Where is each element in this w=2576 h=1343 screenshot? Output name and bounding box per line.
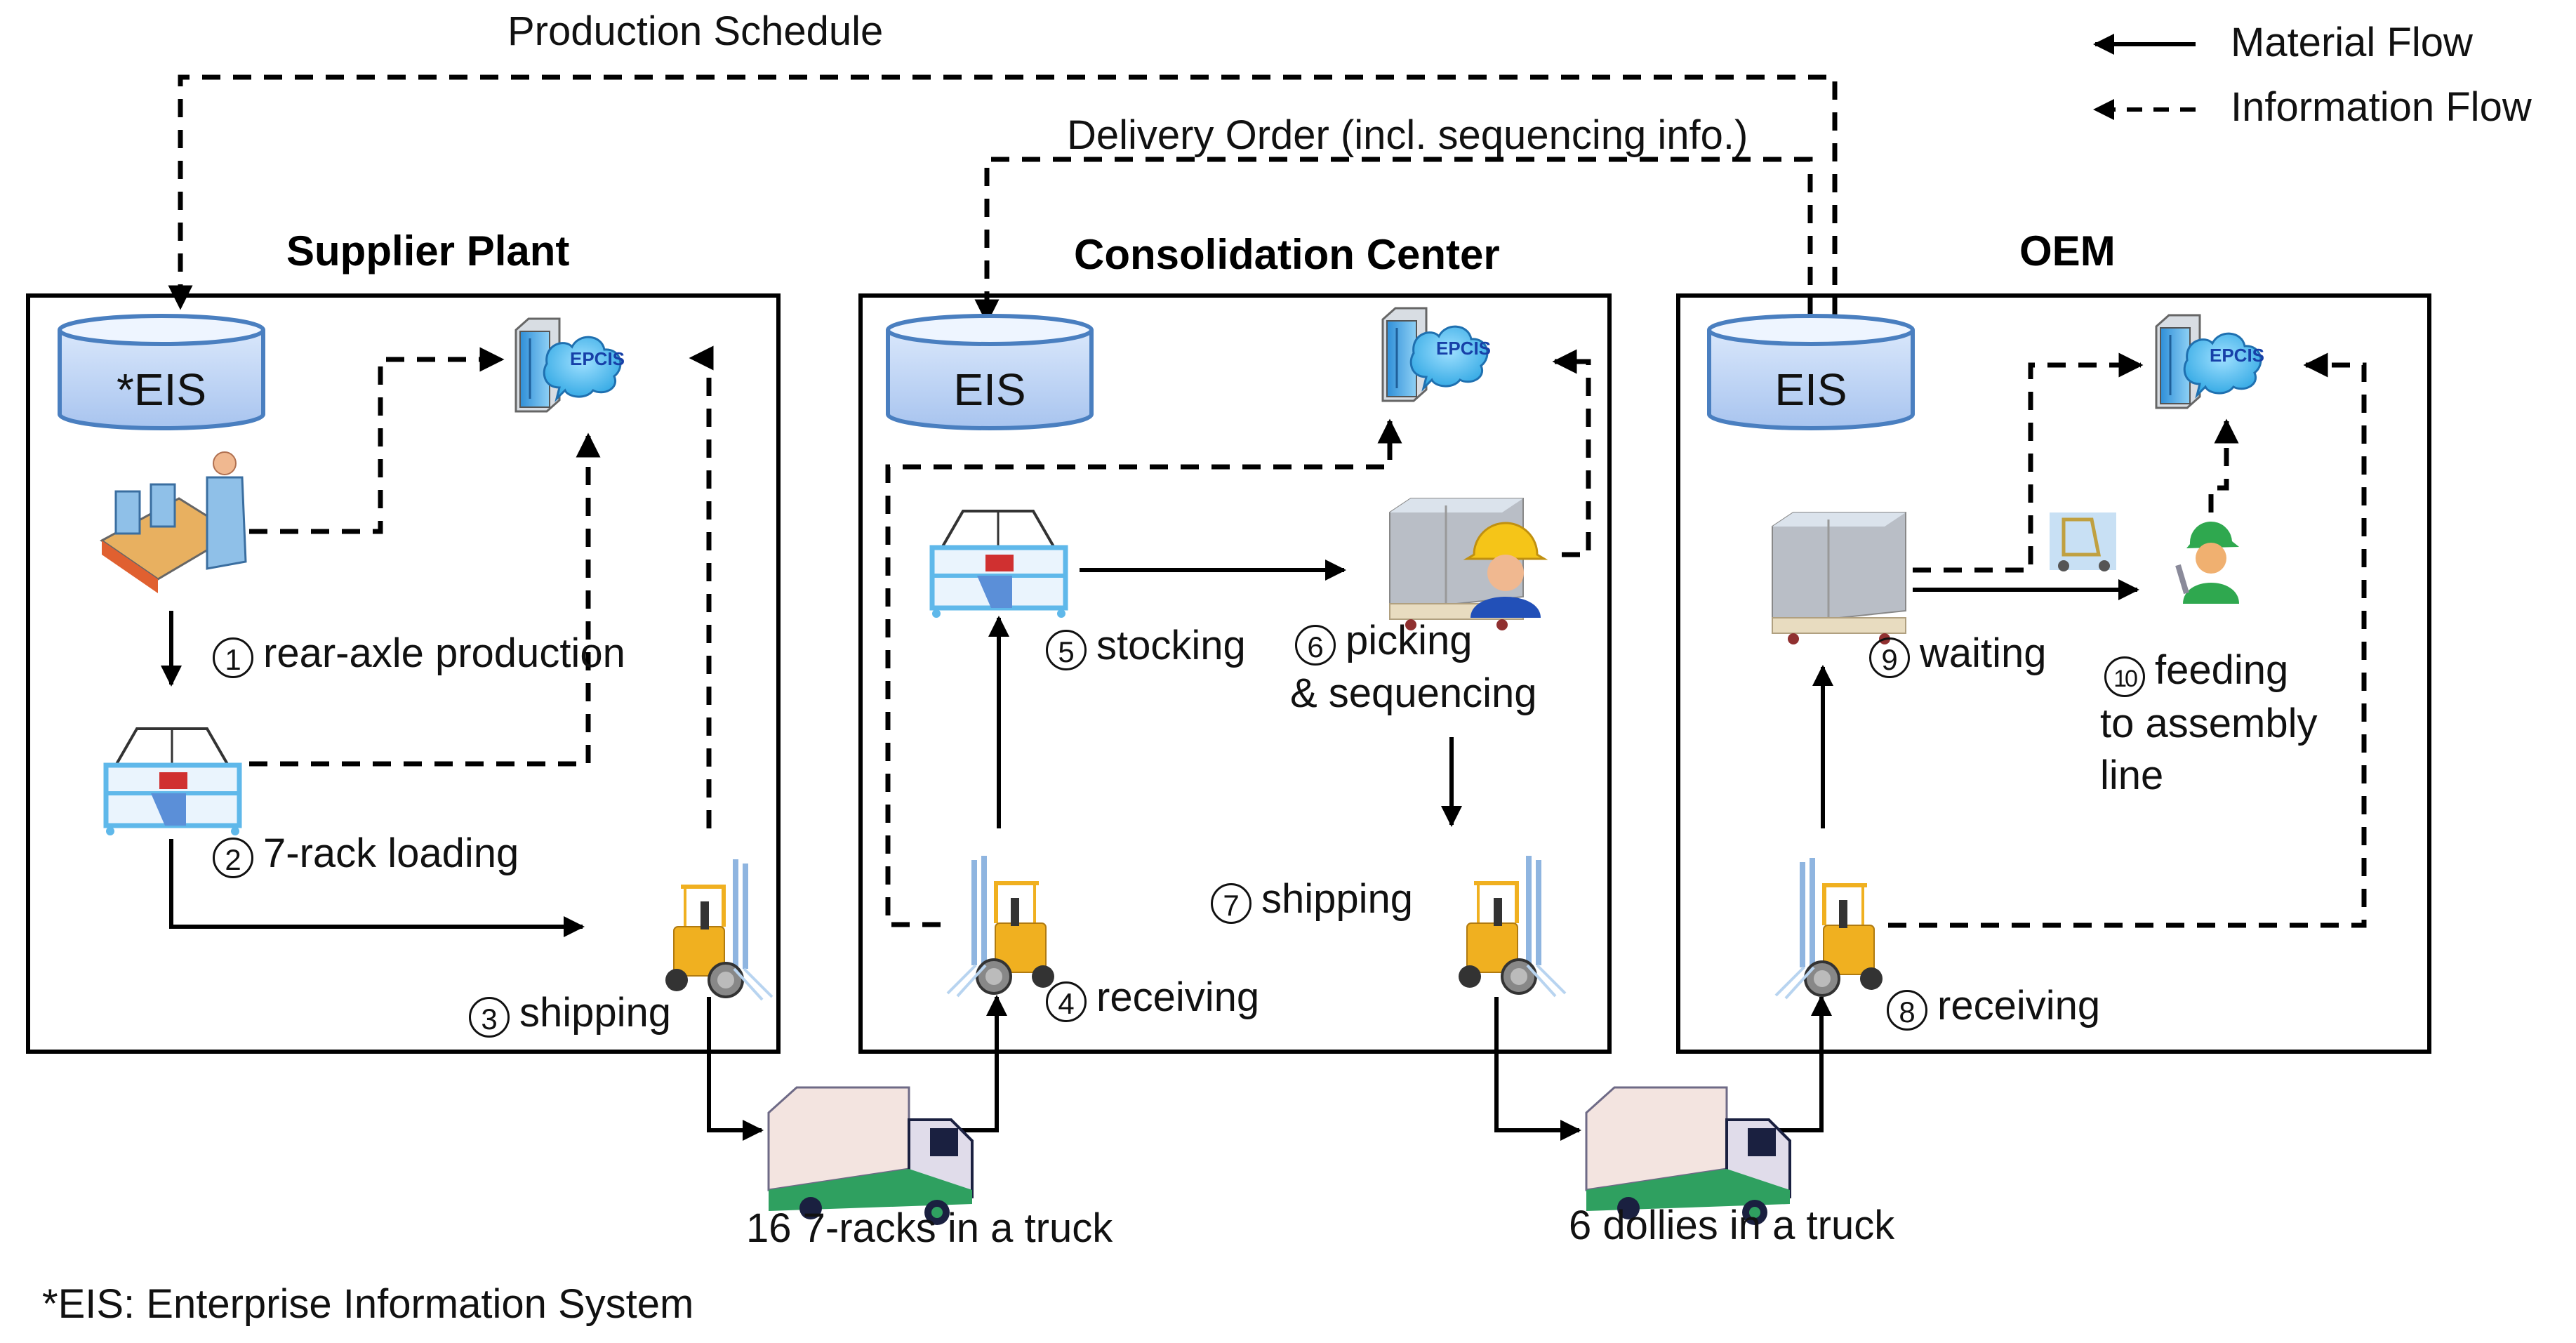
step-number: 9 — [1869, 637, 1910, 678]
seven-rack-icon — [106, 729, 239, 835]
step-label: picking — [1346, 618, 1473, 663]
step-number: 5 — [1046, 630, 1087, 670]
step-number: 6 — [1295, 625, 1336, 666]
eis-label-box: EIS — [1709, 316, 1913, 428]
material-flow-truck2-to-oem — [1741, 995, 1832, 1132]
info-flow-shipping-epcis — [689, 345, 714, 828]
production-schedule-flow — [168, 74, 1838, 316]
step-label: waiting — [1920, 630, 2047, 676]
eis-database-icon — [1707, 314, 1915, 430]
step-10-line-3: line — [2100, 753, 2164, 798]
truck2-label: 6 dollies in a truck — [1569, 1203, 1895, 1248]
step-number: 2 — [213, 838, 253, 878]
info-flow-rack-epcis — [249, 432, 601, 767]
eis-label: EIS — [1774, 364, 1847, 415]
eis-database-icon — [58, 314, 265, 430]
eis-label: *EIS — [116, 364, 207, 415]
forklift-icon — [1774, 856, 1884, 1000]
step-number: 4 — [1046, 981, 1087, 1022]
legend-information-flow-label: Information Flow — [2231, 84, 2532, 130]
tugger-vehicle-icon — [2050, 512, 2116, 571]
site-title-consolidation: Consolidation Center — [1074, 231, 1500, 278]
eis-label-box: EIS — [888, 316, 1091, 428]
info-flow-feeding-epcis — [2208, 418, 2239, 512]
step-6-line-2: & sequencing — [1290, 670, 1537, 716]
footnote: *EIS: Enterprise Information System — [42, 1281, 694, 1327]
eis-database-icon — [886, 314, 1094, 430]
info-flow-waiting-epcis — [1913, 352, 2144, 573]
warehouse-worker-icon — [1463, 522, 1548, 618]
epcis-label: EPCIS — [570, 348, 625, 369]
step-label: stocking — [1096, 623, 1246, 668]
delivery-order-flow — [974, 157, 1813, 324]
material-flow-rack-to-shipping — [169, 839, 585, 937]
seven-rack-icon — [932, 511, 1065, 618]
material-flow-supplier-to-truck1 — [707, 997, 764, 1141]
step-number: 1 — [213, 637, 253, 678]
step-label: rear-axle production — [263, 630, 625, 676]
epcis-label: EPCIS — [2210, 345, 2265, 366]
info-flow-production-epcis — [249, 347, 505, 534]
truck1-label: 16 7-racks in a truck — [746, 1205, 1113, 1251]
site-title-oem: OEM — [2019, 227, 2116, 274]
eis-label: EIS — [953, 364, 1026, 415]
info-flow-picking-epcis — [1552, 349, 1591, 557]
step-label: shipping — [519, 990, 672, 1036]
dolly-icon — [1771, 511, 1907, 646]
production-schedule-label: Production Schedule — [507, 8, 884, 54]
step-10-line-2: to assembly — [2100, 701, 2318, 746]
supplier-plant-box — [26, 293, 781, 1054]
epcis-label: EPCIS — [1436, 338, 1492, 359]
delivery-order-label: Delivery Order (incl. sequencing info.) — [1067, 112, 1748, 158]
step-number: 8 — [1887, 990, 1927, 1031]
step-number: 3 — [469, 997, 510, 1038]
site-title-supplier: Supplier Plant — [286, 227, 570, 274]
step-label: receiving — [1096, 974, 1260, 1020]
step-label: feeding — [2155, 647, 2289, 693]
legend — [2093, 34, 2196, 120]
forklift-icon — [664, 858, 774, 1001]
truck-icon — [767, 1086, 974, 1226]
assembly-worker-icon — [2175, 521, 2239, 604]
material-flow-cc-to-truck2 — [1494, 997, 1581, 1141]
step-label: shipping — [1261, 876, 1414, 922]
step-label: 7-rack loading — [263, 831, 519, 876]
step-number: 10 — [2104, 656, 2145, 697]
material-flow-truck1-to-cc — [927, 995, 1007, 1132]
oem-box — [1676, 293, 2431, 1054]
step-label: receiving — [1937, 983, 2101, 1028]
consolidation-center-box — [858, 293, 1612, 1054]
eis-label-box: *EIS — [60, 316, 263, 428]
legend-material-flow-label: Material Flow — [2231, 20, 2473, 65]
forklift-icon — [1457, 854, 1567, 998]
info-flow-receiving-epcis — [885, 418, 1402, 927]
info-flow-oem-receiving-epcis — [1888, 352, 2367, 928]
forklift-icon — [946, 854, 1056, 998]
production-line-worker-icon — [100, 451, 247, 593]
step-number: 7 — [1211, 883, 1252, 924]
